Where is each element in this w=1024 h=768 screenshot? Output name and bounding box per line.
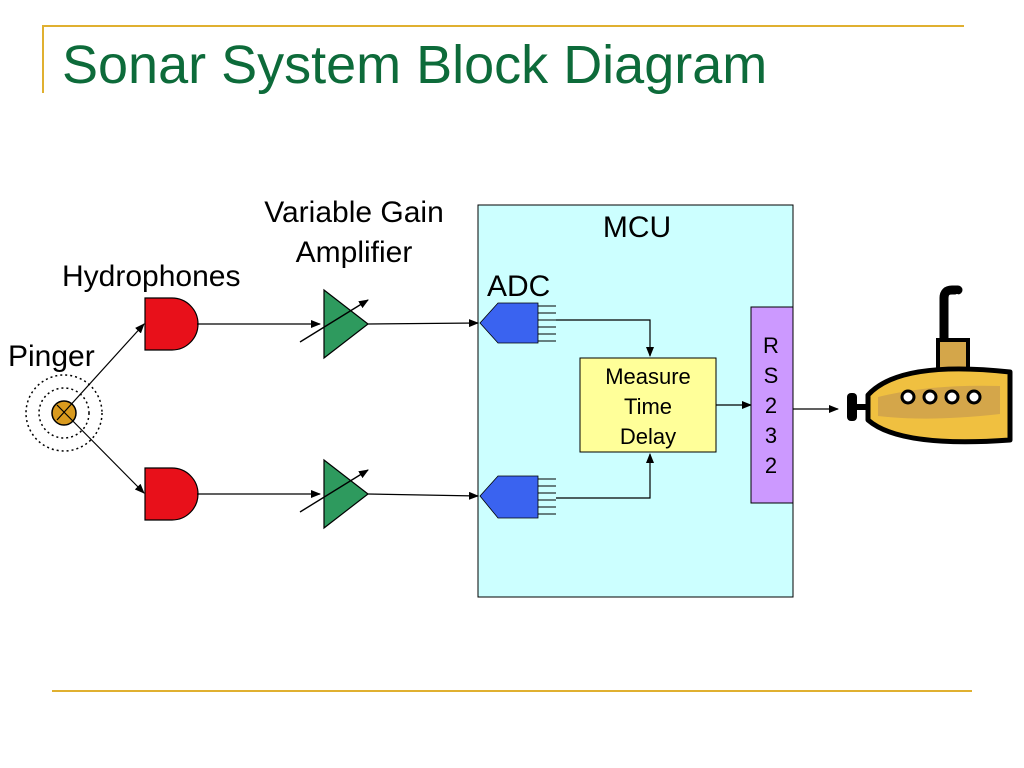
submarine-icon [847, 285, 1013, 445]
hydrophone-icon [144, 467, 199, 521]
pinger-label: Pinger [8, 340, 95, 373]
rs232-letter: S [764, 363, 779, 388]
rs232-box [750, 306, 794, 504]
measure-label-line3: Delay [620, 424, 676, 449]
rs232-letter: 2 [765, 393, 777, 418]
hydrophones-label: Hydrophones [62, 260, 240, 293]
measure-label-line1: Measure [605, 364, 691, 389]
top-rule [42, 25, 964, 27]
bottom-rule [52, 690, 972, 692]
adc-icon [479, 475, 556, 519]
adc-to-measure-line [556, 319, 654, 357]
adc-to-measure-line [556, 453, 654, 499]
variable-gain-amplifier-icon [299, 458, 369, 530]
measure-time-delay-box [579, 357, 717, 453]
signal-line [367, 319, 479, 328]
top-rule-vertical [42, 25, 44, 93]
signal-line [367, 491, 479, 500]
hydrophone-icon [144, 297, 199, 351]
slide-title: Sonar System Block Diagram [62, 35, 768, 95]
rs232-letter: 2 [765, 453, 777, 478]
adc-label: ADC [487, 270, 550, 303]
rs232-letter: 3 [765, 423, 777, 448]
variable-gain-amplifier-icon [299, 288, 369, 360]
ping-path-top [56, 323, 145, 421]
measure-label-line2: Time [624, 394, 672, 419]
adc-icon [479, 302, 556, 344]
mcu-label: MCU [603, 211, 671, 244]
vga-label-line2: Amplifier [296, 236, 413, 269]
vga-label-line1: Variable Gain [264, 196, 444, 229]
ping-path-bottom [56, 404, 145, 494]
rs232-letter: R [763, 333, 779, 358]
